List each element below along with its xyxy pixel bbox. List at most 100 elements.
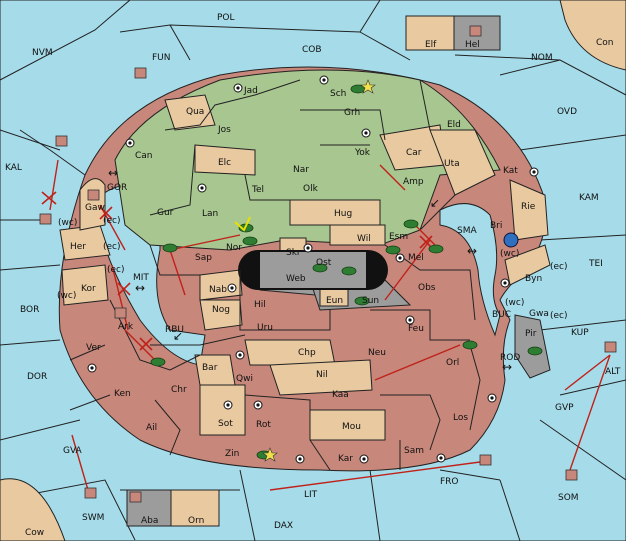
label-ark: Ark <box>118 322 134 332</box>
label-sam: Sam <box>404 446 424 456</box>
label-kup: KUP <box>571 328 589 338</box>
label-tel: Tel <box>251 185 264 195</box>
label-esm: Esm <box>389 232 408 242</box>
label-byn: Byn <box>525 274 542 284</box>
label-chr: Chr <box>171 385 187 395</box>
label-qua: Qua <box>186 107 204 117</box>
province-nog[interactable] <box>199 299 243 331</box>
label-sun: Sun <box>362 296 379 306</box>
land-labels: Con Cow Elf Hel Aba Orn Jad Sch Qua Jos … <box>25 38 614 538</box>
supply-center-marker <box>319 75 329 85</box>
label-uta: Uta <box>444 159 460 169</box>
province-orn[interactable] <box>170 489 220 527</box>
label-dor: DOR <box>27 372 47 382</box>
star-icon <box>360 79 376 94</box>
double-arrow-icon: ↔ <box>135 281 145 295</box>
supply-center-marker <box>87 363 97 373</box>
supply-center-marker <box>223 400 233 410</box>
label-cow: Cow <box>25 528 44 538</box>
label-mit: MIT <box>133 273 149 283</box>
label-nar: Nar <box>293 165 309 175</box>
double-arrow-icon: ↔ <box>108 166 118 180</box>
label-fun: FUN <box>152 53 171 63</box>
label-bri: Bri <box>490 221 502 231</box>
province-byn[interactable] <box>504 244 551 286</box>
label-som: SOM <box>558 493 579 503</box>
label-hel: Hel <box>465 40 480 50</box>
label-mou: Mou <box>342 422 361 432</box>
province-chp[interactable] <box>244 339 336 366</box>
sea-labels: POL NVM FUN COB NOM OVD KAL GOR KAM SMA … <box>5 13 621 531</box>
coast-label: (ec) <box>550 311 568 321</box>
label-ail: Ail <box>146 423 157 433</box>
label-buc: BUC <box>492 310 511 320</box>
coast-label: (wc) <box>58 218 77 228</box>
coast-labels: (wc) (ec) (ec) (wc) (ec) (wc) (ec) (wc) … <box>57 216 568 321</box>
label-uru: Uru <box>257 323 273 333</box>
label-sap: Sap <box>195 253 212 263</box>
label-web: Web <box>286 274 306 284</box>
province-pir[interactable] <box>514 314 551 379</box>
double-arrow-icon: ↔ <box>502 360 512 374</box>
label-alt: ALT <box>605 367 621 377</box>
province-elc[interactable] <box>194 144 256 176</box>
inner-sea-sma <box>439 203 501 337</box>
label-eld: Eld <box>447 120 461 130</box>
supply-center-marker <box>235 350 245 360</box>
label-neu: Neu <box>368 348 386 358</box>
label-gur: Gur <box>157 208 174 218</box>
supply-center-marker <box>359 454 369 464</box>
province-uta[interactable] <box>429 129 496 196</box>
supply-center-marker <box>303 243 313 253</box>
label-lit: LIT <box>304 490 318 500</box>
army-unit <box>150 84 543 460</box>
label-zin: Zin <box>225 449 239 459</box>
label-swm: SWM <box>82 513 104 523</box>
label-lan: Lan <box>202 209 218 219</box>
label-cob: COB <box>302 45 322 55</box>
label-sch: Sch <box>330 89 346 99</box>
province-elf[interactable] <box>405 15 455 51</box>
label-car: Car <box>406 148 422 158</box>
double-arrow-icon: ↙ <box>173 329 183 343</box>
supply-center-marker <box>233 83 243 93</box>
label-grh: Grh <box>344 108 360 118</box>
label-gwa: Gwa <box>529 309 549 319</box>
label-hug: Hug <box>334 209 352 219</box>
supply-center-marker <box>405 315 415 325</box>
province-nil[interactable] <box>269 359 373 396</box>
label-pol: POL <box>217 13 235 23</box>
blue-unit <box>503 232 519 248</box>
label-pir: Pir <box>525 329 537 339</box>
label-con: Con <box>596 38 614 48</box>
province-rie[interactable] <box>509 179 549 241</box>
coast-label: (ec) <box>103 242 121 252</box>
label-feu: Feu <box>408 324 424 334</box>
supply-center-marker <box>227 283 237 293</box>
label-rod: ROD <box>500 353 520 363</box>
label-dax: DAX <box>274 521 293 531</box>
label-nog: Nog <box>212 305 230 315</box>
movement-orders <box>41 159 611 491</box>
supply-center-marker <box>295 454 305 464</box>
label-gor: GOR <box>107 183 127 193</box>
units <box>39 25 617 503</box>
supply-center-marker <box>529 167 539 177</box>
label-nab: Nab <box>209 285 227 295</box>
double-arrow-icon: ↙ <box>430 196 440 210</box>
province-kor[interactable] <box>61 264 109 306</box>
province-nab[interactable] <box>199 269 243 301</box>
label-los: Los <box>453 413 468 423</box>
label-tei: TEI <box>588 259 603 269</box>
coast-label: (ec) <box>103 216 121 226</box>
supply-centers <box>87 75 539 464</box>
label-nor: Nor <box>226 243 242 253</box>
label-sma: SMA <box>457 226 477 236</box>
label-skr: Skr <box>286 248 301 258</box>
label-yok: Yok <box>354 148 371 158</box>
province-sot[interactable] <box>199 384 246 436</box>
label-gva: GVA <box>63 446 83 456</box>
label-kor: Kor <box>81 284 96 294</box>
label-amp: Amp <box>403 177 424 187</box>
